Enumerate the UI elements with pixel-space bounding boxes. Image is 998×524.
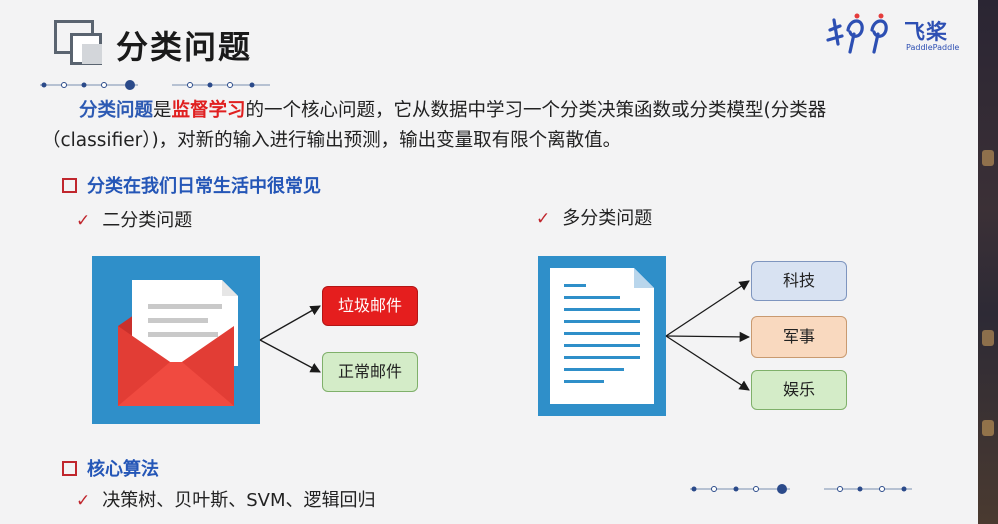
- brand-name-en: PaddlePaddle: [906, 43, 960, 52]
- checkbox-bullet-icon: [62, 460, 77, 476]
- intro-paragraph: 分类问题是监督学习的一个核心问题，它从数据中学习一个分类决策函数或分类模型(分类…: [42, 96, 922, 156]
- decorative-dotted-line-bottom: [690, 484, 912, 494]
- arrow-icon: [665, 280, 750, 337]
- arrow-icon: [665, 335, 750, 391]
- binary-label-text: 二分类问题: [102, 210, 193, 231]
- checkbox-bullet-icon: [62, 177, 77, 193]
- paddle-brand: 飞桨 PaddlePaddle: [824, 10, 960, 56]
- decorative-dotted-line: [40, 80, 270, 90]
- class-label-military: 军事: [751, 316, 847, 358]
- multi-label: ✓ 多分类问题: [536, 204, 652, 230]
- binary-label: ✓ 二分类问题: [76, 206, 192, 232]
- term-supervised-learning: 监督学习: [171, 100, 246, 121]
- section-heading-common-text: 分类在我们日常生活中很常见: [87, 176, 321, 197]
- arrow-icon: [259, 339, 321, 373]
- intro-text: 的一个核心问题，它从数据中学习一个分类决策函数或分类模型(分类器（classif…: [42, 100, 827, 151]
- document-icon: [550, 268, 654, 404]
- arrow-icon: [259, 305, 321, 341]
- slide-title: 分类问题: [116, 28, 253, 66]
- section-heading-algorithms: 核心算法: [62, 455, 159, 481]
- document-icon-tile: [538, 256, 666, 416]
- video-edge-strip: [978, 0, 998, 524]
- brand-name-cn: 飞桨: [904, 20, 948, 44]
- envelope-icon: [118, 280, 238, 406]
- term-classification: 分类问题: [79, 100, 154, 121]
- class-label-tech: 科技: [751, 261, 847, 301]
- slide: 分类问题 飞桨 PaddlePaddle 分类问题是监督学习的一个核心问题: [0, 0, 978, 524]
- class-label-spam: 垃圾邮件: [322, 286, 418, 326]
- section-heading-algorithms-text: 核心算法: [87, 459, 159, 480]
- class-label-normal: 正常邮件: [322, 352, 418, 392]
- class-label-entertainment: 娱乐: [751, 370, 847, 410]
- check-mark-icon: ✓: [536, 209, 551, 229]
- intro-is: 是: [153, 100, 172, 121]
- envelope-icon-tile: [92, 256, 260, 424]
- section-heading-common: 分类在我们日常生活中很常见: [62, 172, 321, 198]
- check-mark-icon: ✓: [76, 211, 91, 231]
- arrows-layer: [259, 280, 751, 391]
- title-square-icon-fill: [82, 44, 102, 64]
- algorithms-list: ✓ 决策树、贝叶斯、SVM、逻辑回归: [76, 486, 376, 512]
- algorithms-list-text: 决策树、贝叶斯、SVM、逻辑回归: [102, 490, 376, 511]
- arrow-icon: [665, 331, 751, 343]
- multi-label-text: 多分类问题: [562, 208, 653, 229]
- paddle-logo-icon: [826, 13, 888, 54]
- check-mark-icon: ✓: [76, 491, 91, 511]
